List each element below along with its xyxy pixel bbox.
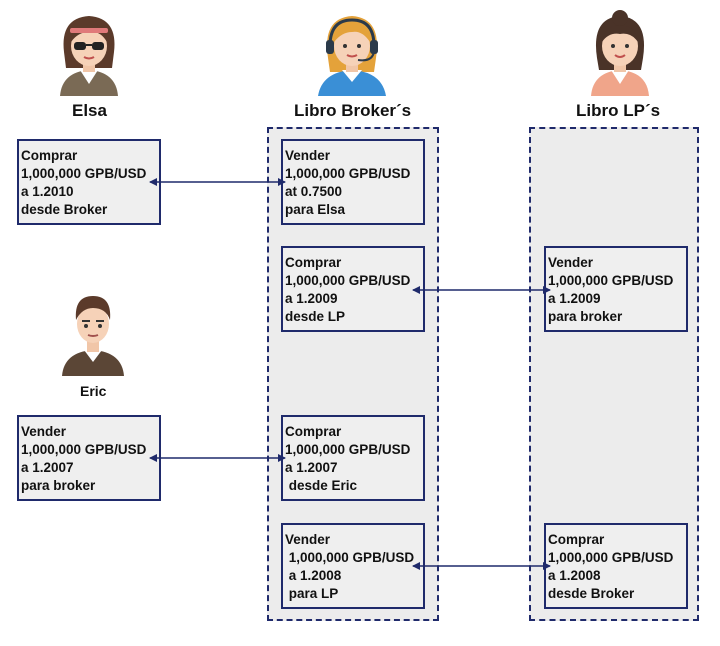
eric-avatar (60, 290, 126, 376)
box-line: 1,000,000 GPB/USD (285, 442, 411, 457)
box-line: desde Eric (285, 478, 358, 493)
broker-sell-elsa-box: Vender 1,000,000 GPB/USD at 0.7500 para … (281, 139, 425, 225)
eric-order-box: Vender 1,000,000 GPB/USD a 1.2007 para b… (17, 415, 161, 501)
box-line: a 1.2010 (21, 184, 74, 199)
box-line: para broker (548, 309, 623, 324)
box-line: 1,000,000 GPB/USD (548, 550, 674, 565)
box-line: a 1.2009 (285, 291, 338, 306)
lp-book-title: Libro LP´s (576, 101, 661, 120)
eric-label: Eric (80, 383, 107, 399)
box-line: para LP (285, 586, 339, 601)
box-line: Comprar (285, 255, 342, 270)
box-line: Vender (285, 532, 331, 547)
broker-book-title: Libro Broker´s (294, 101, 412, 120)
box-line: para broker (21, 478, 96, 493)
box-line: para Elsa (285, 202, 346, 217)
elsa-title: Elsa (72, 101, 107, 120)
box-line: Vender (285, 148, 331, 163)
box-line: Vender (21, 424, 67, 439)
elsa-order-box: Comprar 1,000,000 GPB/USD a 1.2010 desde… (17, 139, 161, 225)
lp-avatar (587, 8, 653, 96)
box-line: desde Broker (548, 586, 635, 601)
box-line: desde Broker (21, 202, 108, 217)
box-line: at 0.7500 (285, 184, 343, 199)
broker-avatar (314, 8, 390, 96)
broker-buy-lp-box: Comprar 1,000,000 GPB/USD a 1.2009 desde… (281, 246, 425, 332)
box-line: a 1.2007 (21, 460, 74, 475)
elsa-avatar (56, 8, 122, 96)
box-line: 1,000,000 GPB/USD (21, 166, 147, 181)
broker-sell-lp-box: Vender 1,000,000 GPB/USD a 1.2008 para L… (281, 523, 425, 609)
box-line: Comprar (21, 148, 78, 163)
box-line: Comprar (548, 532, 605, 547)
box-line: 1,000,000 GPB/USD (21, 442, 147, 457)
box-line: a 1.2008 (548, 568, 601, 583)
box-line: 1,000,000 GPB/USD (548, 273, 674, 288)
box-line: desde LP (285, 309, 346, 324)
lp-buy-broker-box: Comprar 1,000,000 GPB/USD a 1.2008 desde… (544, 523, 688, 609)
box-line: a 1.2007 (285, 460, 338, 475)
box-line: a 1.2008 (285, 568, 342, 583)
box-line: 1,000,000 GPB/USD (285, 273, 411, 288)
box-line: a 1.2009 (548, 291, 601, 306)
box-line: 1,000,000 GPB/USD (285, 550, 415, 565)
box-line: 1,000,000 GPB/USD (285, 166, 411, 181)
box-line: Vender (548, 255, 594, 270)
box-line: Comprar (285, 424, 342, 439)
